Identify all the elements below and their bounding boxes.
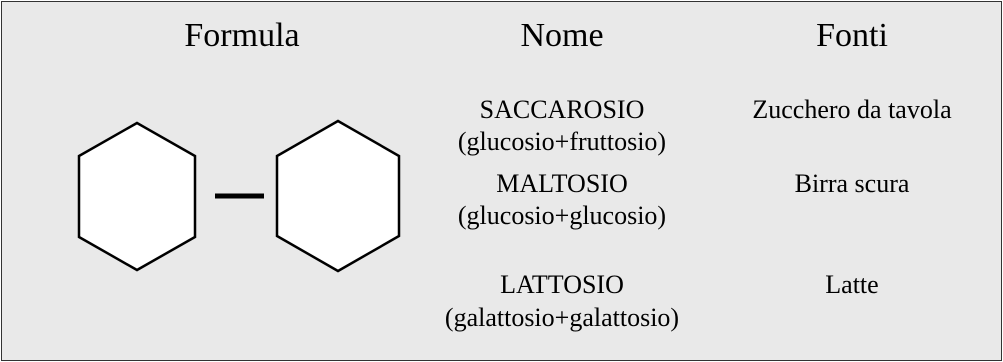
hexagon-ring-right (275, 119, 401, 273)
header-name: Nome (520, 17, 604, 54)
name-line1: MALTOSIO (496, 169, 628, 198)
source: Latte (825, 270, 879, 299)
source: Birra scura (794, 169, 910, 198)
name-line1: LATTOSIO (500, 270, 624, 299)
name-line2: (glucosio+fruttosio) (457, 127, 667, 156)
source: Zucchero da tavola (752, 95, 952, 124)
header-sources: Fonti (816, 17, 888, 54)
hexagon-ring-left (77, 121, 197, 272)
header-formula: Formula (184, 17, 300, 54)
name-line2: (glucosio+glucosio) (457, 201, 667, 230)
name-line2: (galattosio+galattosio) (444, 303, 680, 332)
name-line1: SACCAROSIO (479, 95, 645, 124)
